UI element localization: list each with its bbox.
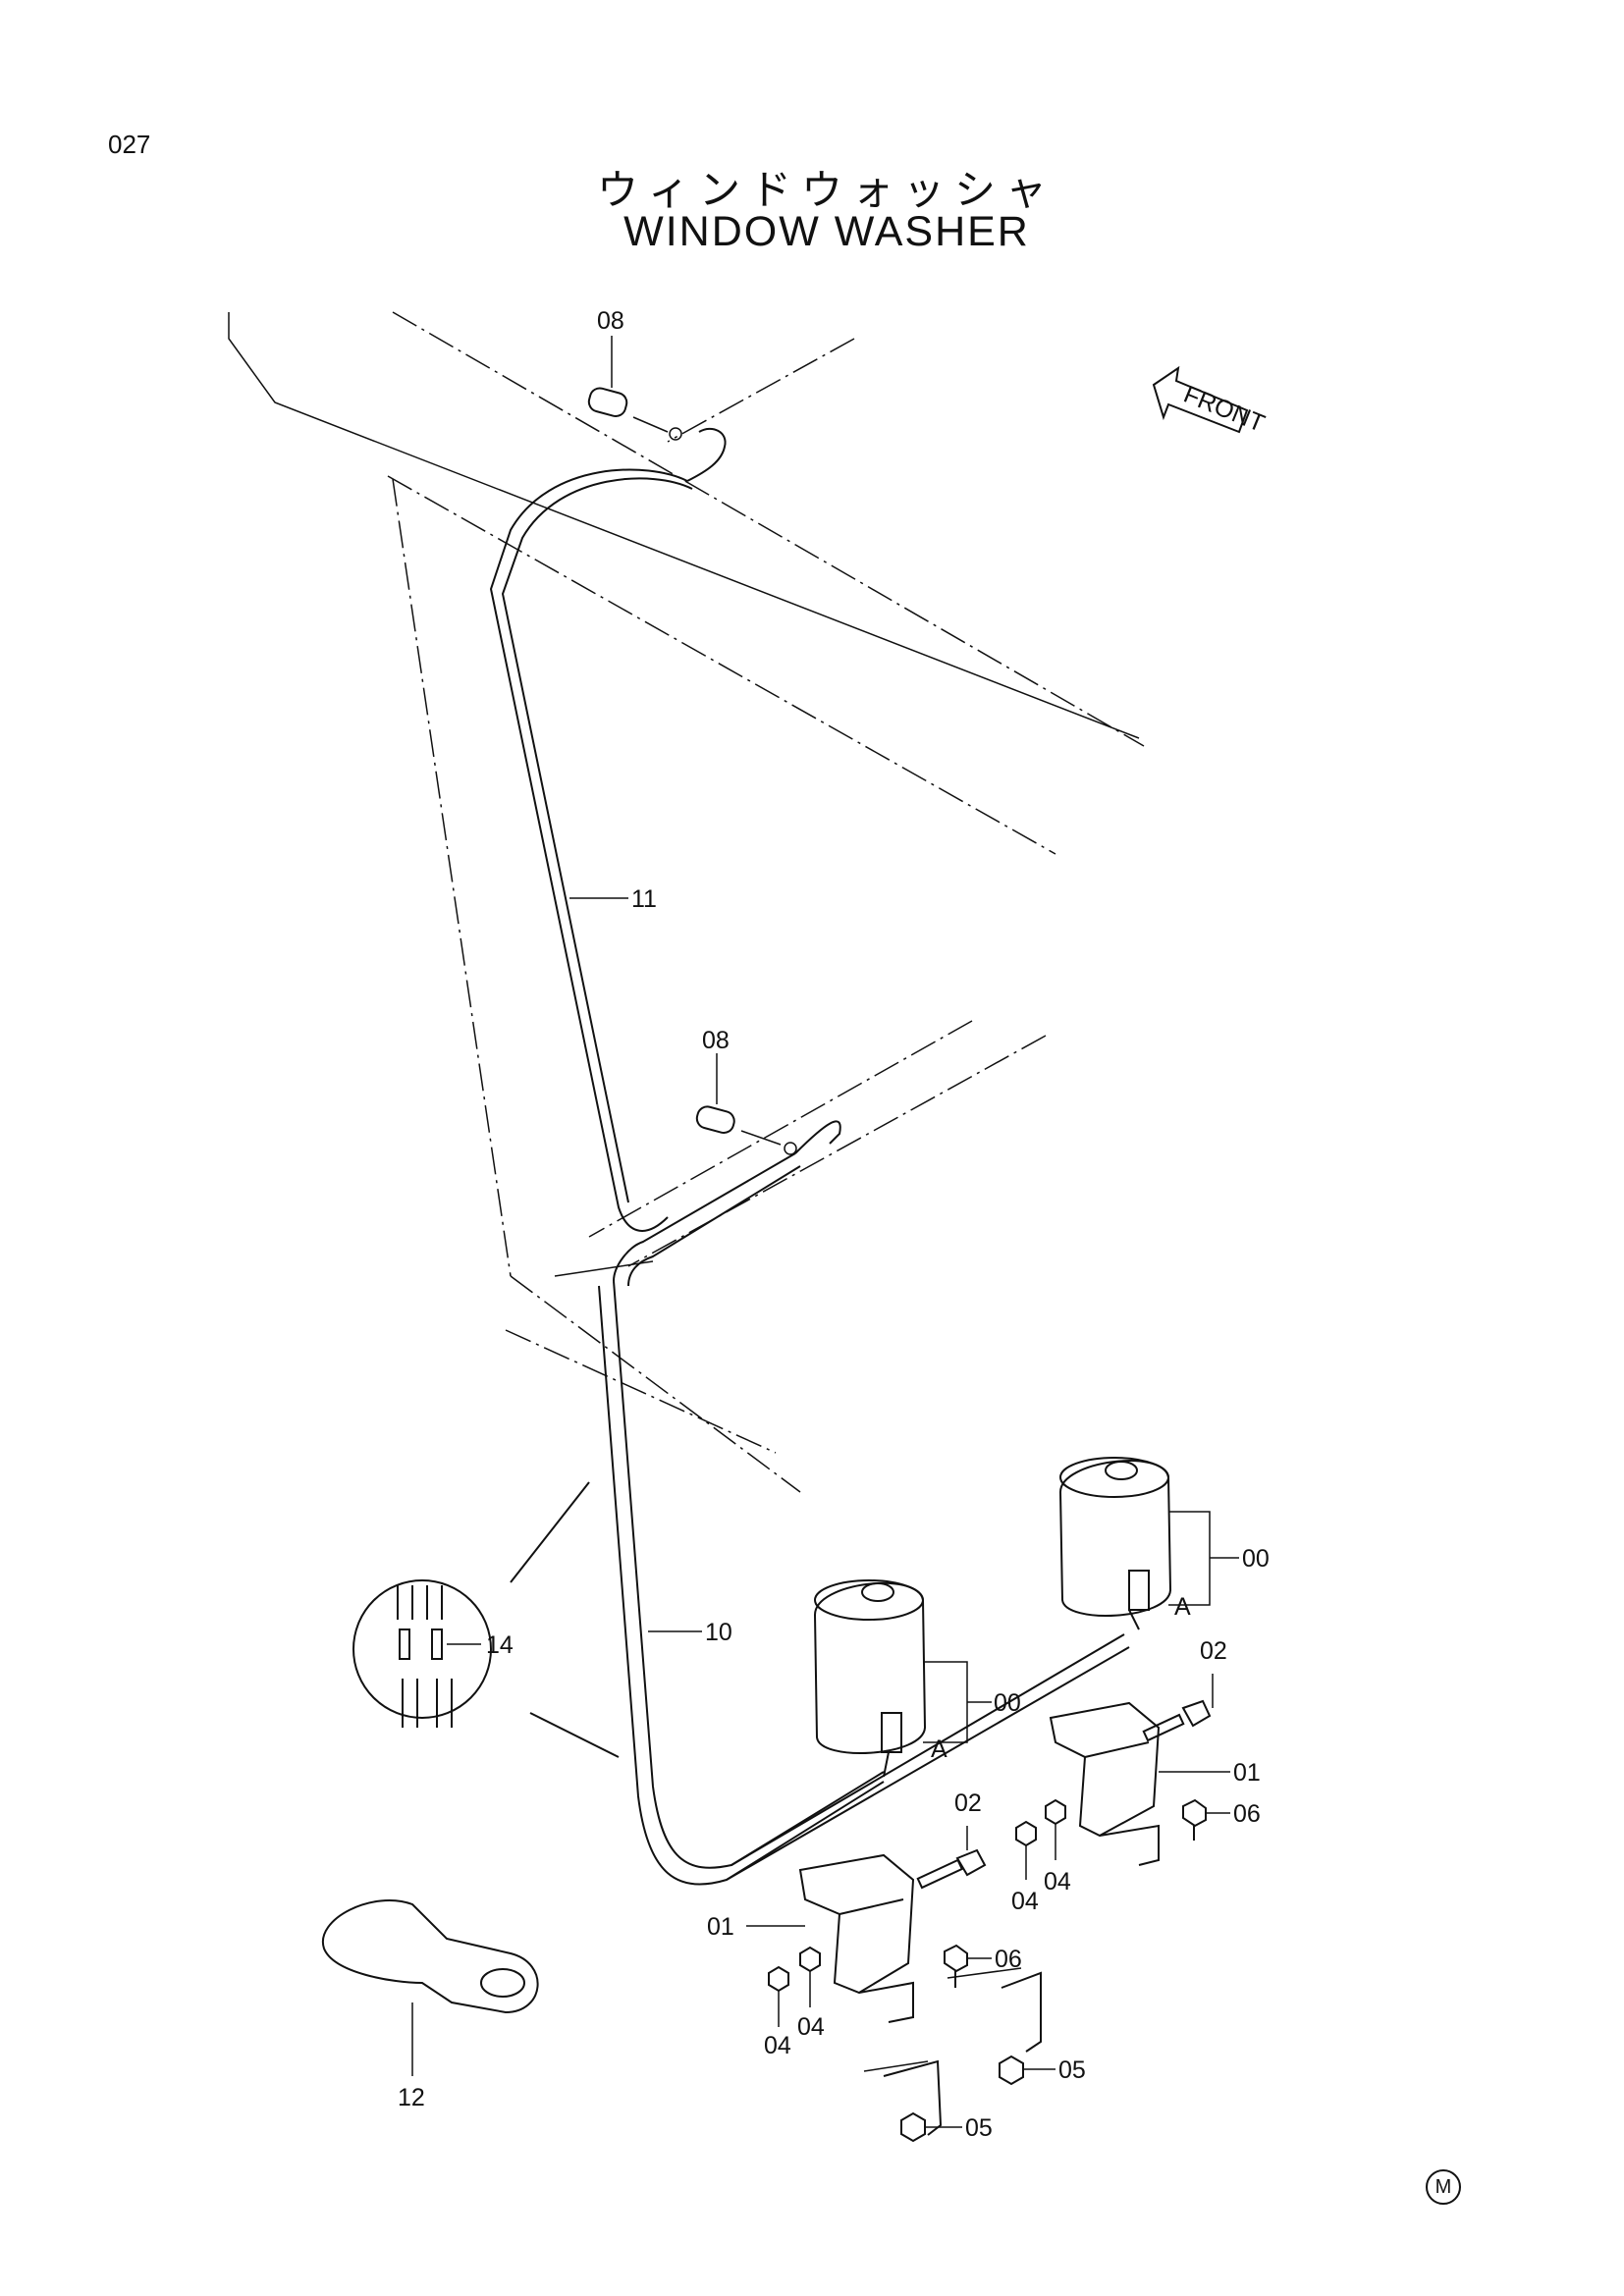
front-label: FRONT [1180, 381, 1269, 438]
page-number: 027 [108, 130, 151, 159]
callout-05-left: 05 [965, 2114, 993, 2142]
bracket-right [1049, 1701, 1161, 1866]
callout-04-left-b: 04 [797, 2013, 825, 2041]
callout-00-right: 00 [1242, 1545, 1270, 1573]
callout-01-right: 01 [1233, 1759, 1261, 1787]
mount-plate-left [863, 2059, 943, 2136]
callout-02-right: 02 [1200, 1637, 1227, 1665]
callout-a-right: A [1174, 1593, 1191, 1621]
washer-tube-upper [489, 427, 727, 1232]
callout-labels: 08 11 08 14 10 00 00 A A 02 01 06 04 04 … [398, 307, 1270, 2142]
bolt-06-left-icon [944, 1944, 968, 1988]
nozzle-mid-icon [695, 1105, 797, 1155]
callout-10: 10 [705, 1619, 732, 1646]
cab-outline [228, 311, 1145, 1493]
clamp-icon [321, 1899, 539, 2014]
callout-06-left: 06 [995, 1946, 1022, 1973]
title-japanese: ウィンドウォッシャ [596, 166, 1056, 214]
callout-02-left: 02 [954, 1789, 982, 1817]
bolt-02-right-icon [1142, 1699, 1212, 1742]
detail-connector-circle [352, 1481, 620, 1758]
nozzle-top-icon [587, 387, 682, 441]
callout-08-top: 08 [597, 307, 624, 335]
washer-tube-lower [598, 1120, 1130, 1886]
callout-04-left-a: 04 [764, 2032, 791, 2059]
callout-04-right-a: 04 [1011, 1888, 1039, 1915]
mount-plate-right [947, 1967, 1042, 2053]
callout-04-right-b: 04 [1044, 1868, 1071, 1896]
callout-11: 11 [631, 885, 657, 913]
leader-lines [411, 336, 1239, 2128]
callout-08-mid: 08 [702, 1027, 730, 1054]
bolt-02-left-icon [916, 1848, 987, 1890]
callout-12: 12 [398, 2084, 425, 2111]
washer-tank-left [813, 1579, 927, 1778]
callout-06-right: 06 [1233, 1800, 1261, 1828]
nut-05-right-icon [999, 2055, 1024, 2086]
bolt-06-right-icon [1182, 1798, 1207, 1841]
bracket-left [798, 1853, 915, 2023]
nut-04-right-icon [1015, 1798, 1066, 1847]
callout-00-left: 00 [994, 1689, 1021, 1717]
callout-01-left: 01 [707, 1913, 734, 1941]
washer-tank-right [1058, 1457, 1172, 1630]
callout-a-left: A [931, 1735, 947, 1763]
nut-05-left-icon [900, 2111, 926, 2143]
front-arrow-icon: FRONT [1152, 365, 1269, 438]
callout-05-right: 05 [1058, 2056, 1086, 2084]
title-english: WINDOW WASHER [623, 208, 1030, 255]
m-mark-icon: M [1426, 2169, 1461, 2205]
callout-14: 14 [486, 1631, 514, 1659]
nut-04-left-icon [768, 1946, 821, 1993]
